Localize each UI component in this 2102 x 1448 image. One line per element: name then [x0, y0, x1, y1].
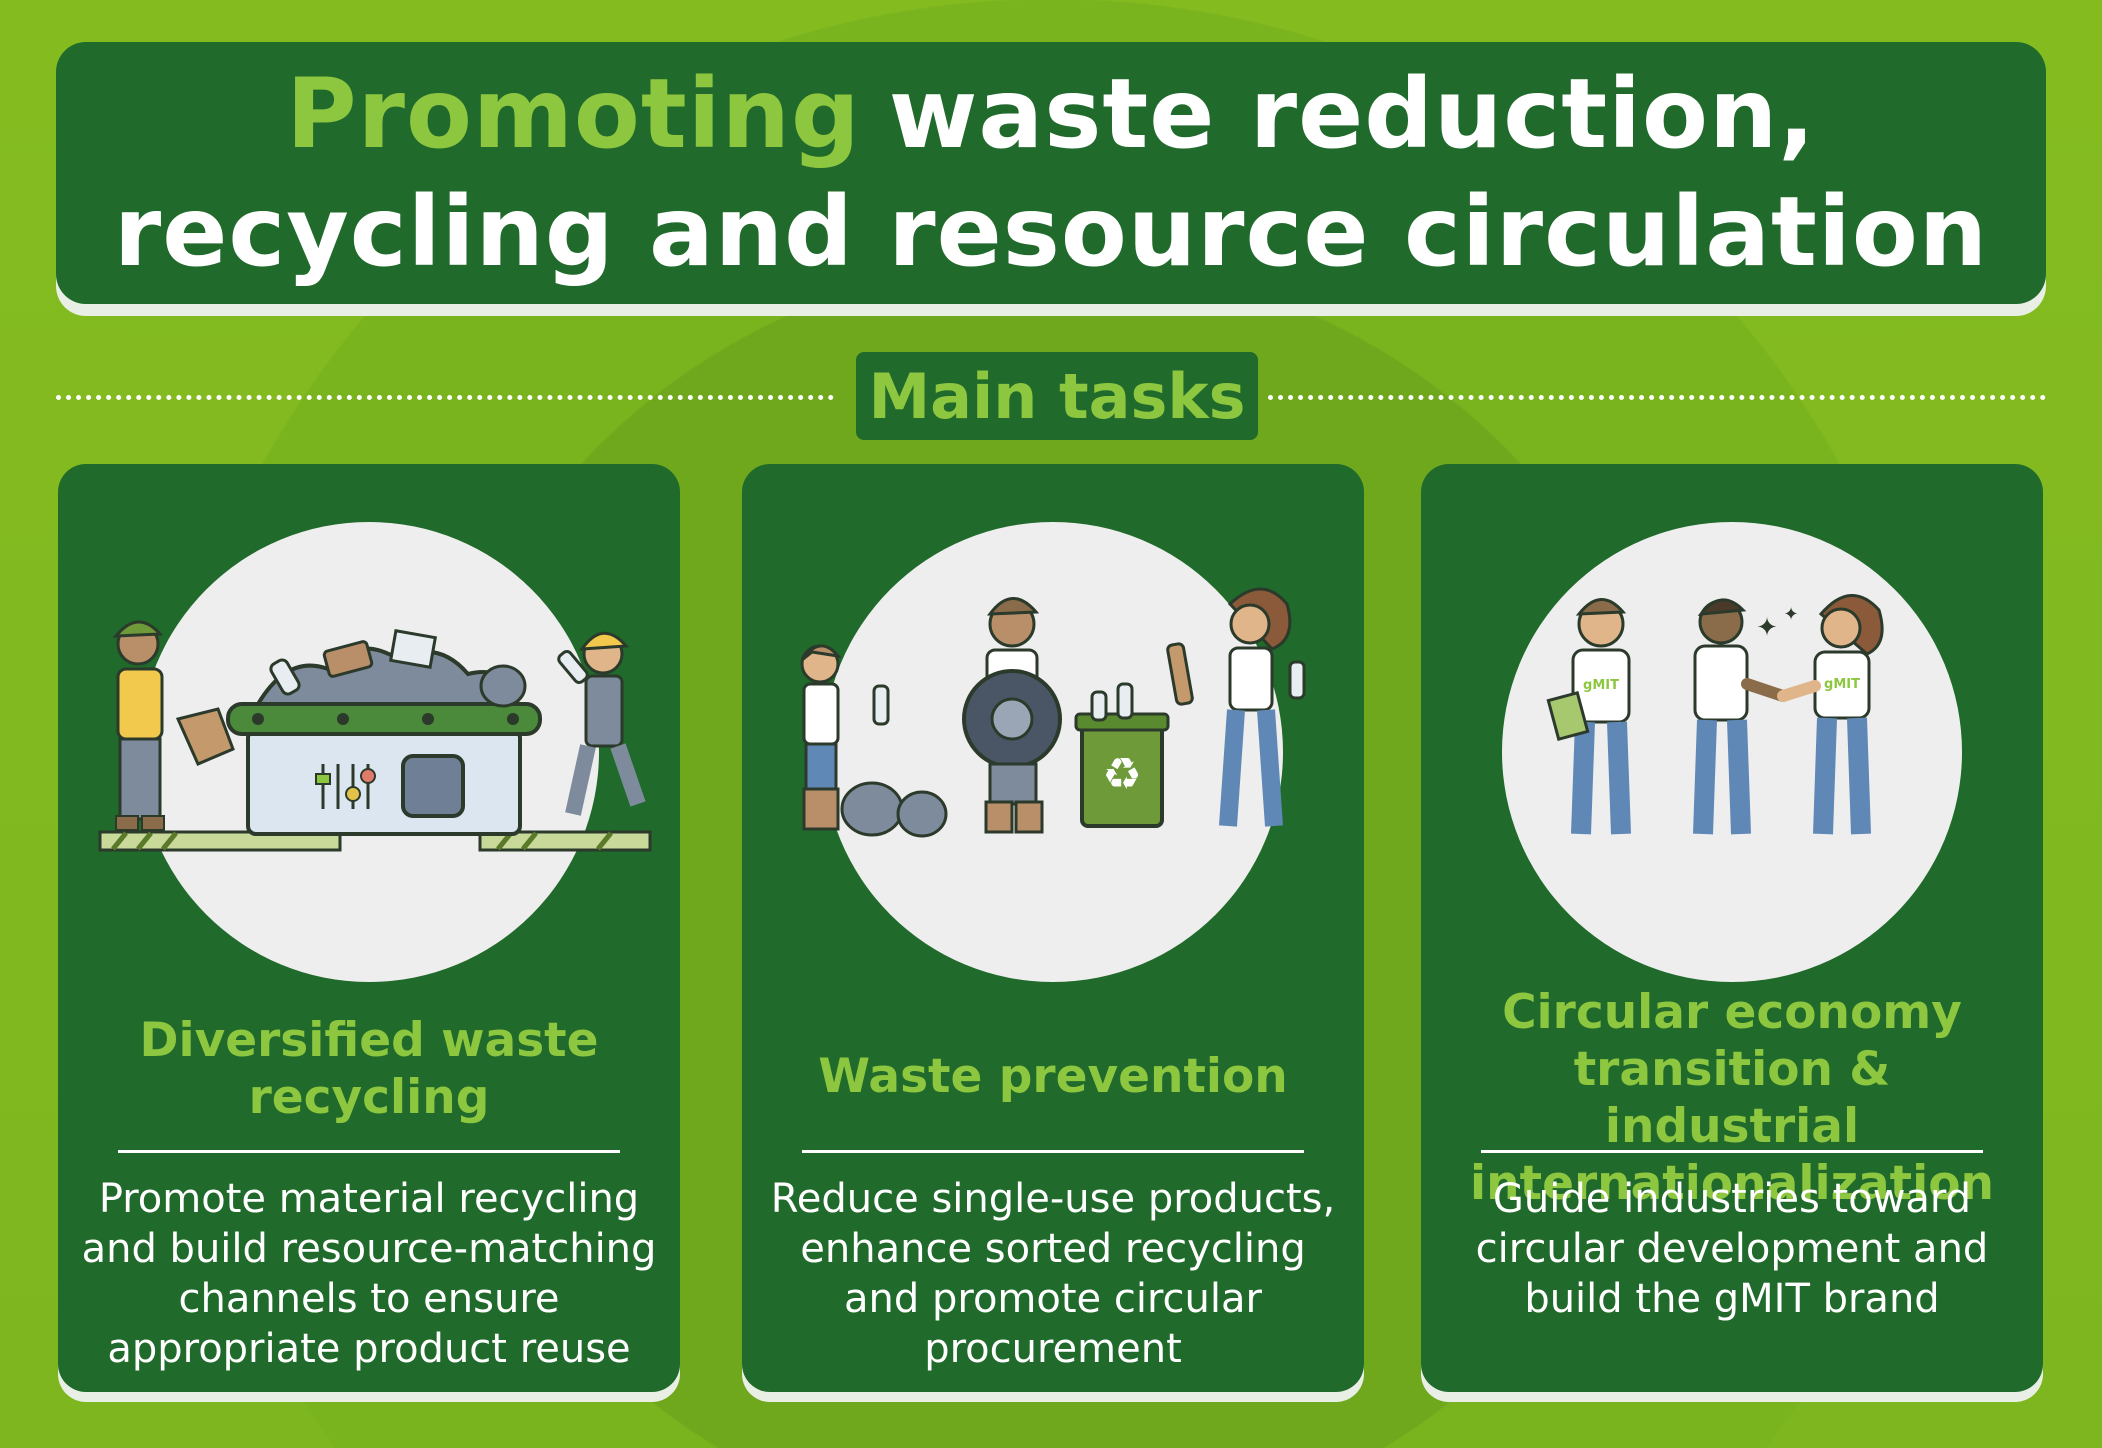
workers-sorting-waste-illustration: [98, 620, 652, 852]
task-card-circular-economy: gMIT ✦ ✦ gMIT Circular economy transitio…: [1421, 464, 2043, 1392]
title-line-1-rest: waste reduction,: [888, 58, 1816, 170]
card-title: Circular economy transition & industrial…: [1470, 985, 1994, 1211]
shirt-label: gMIT: [1583, 678, 1619, 693]
svg-text:✦: ✦: [1756, 613, 1778, 643]
people-recycling-illustration: ♻: [800, 587, 1306, 838]
card-description: Promote material recycling and build res…: [81, 1176, 657, 1372]
dotted-divider-left: [56, 395, 834, 400]
task-card-prevention: ♻ Waste prevention Reduce single-use pro…: [742, 464, 1364, 1392]
card-divider: [1481, 1150, 1983, 1153]
title-line-2: recycling and resource circulation: [113, 176, 1989, 288]
card-title: Waste prevention: [818, 1049, 1288, 1104]
svg-text:♻: ♻: [1102, 749, 1141, 800]
illustration-circle: [823, 522, 1283, 982]
card-description: Reduce single-use products, enhance sort…: [770, 1176, 1336, 1372]
section-header: Main tasks: [56, 352, 2046, 442]
dotted-divider-right: [1268, 395, 2046, 400]
card-divider: [802, 1150, 1304, 1153]
shirt-label: gMIT: [1824, 677, 1860, 692]
task-card-recycling: Diversified waste recycling Promote mate…: [58, 464, 680, 1392]
section-label: Main tasks: [856, 352, 1258, 440]
title-accent: Promoting: [286, 58, 861, 170]
people-handshake-illustration: gMIT ✦ ✦ gMIT: [1546, 593, 1884, 835]
card-title: Diversified waste recycling: [139, 1013, 599, 1125]
card-divider: [118, 1150, 620, 1153]
svg-text:✦: ✦: [1783, 604, 1798, 625]
card-description: Guide industries toward circular develop…: [1475, 1176, 1989, 1322]
